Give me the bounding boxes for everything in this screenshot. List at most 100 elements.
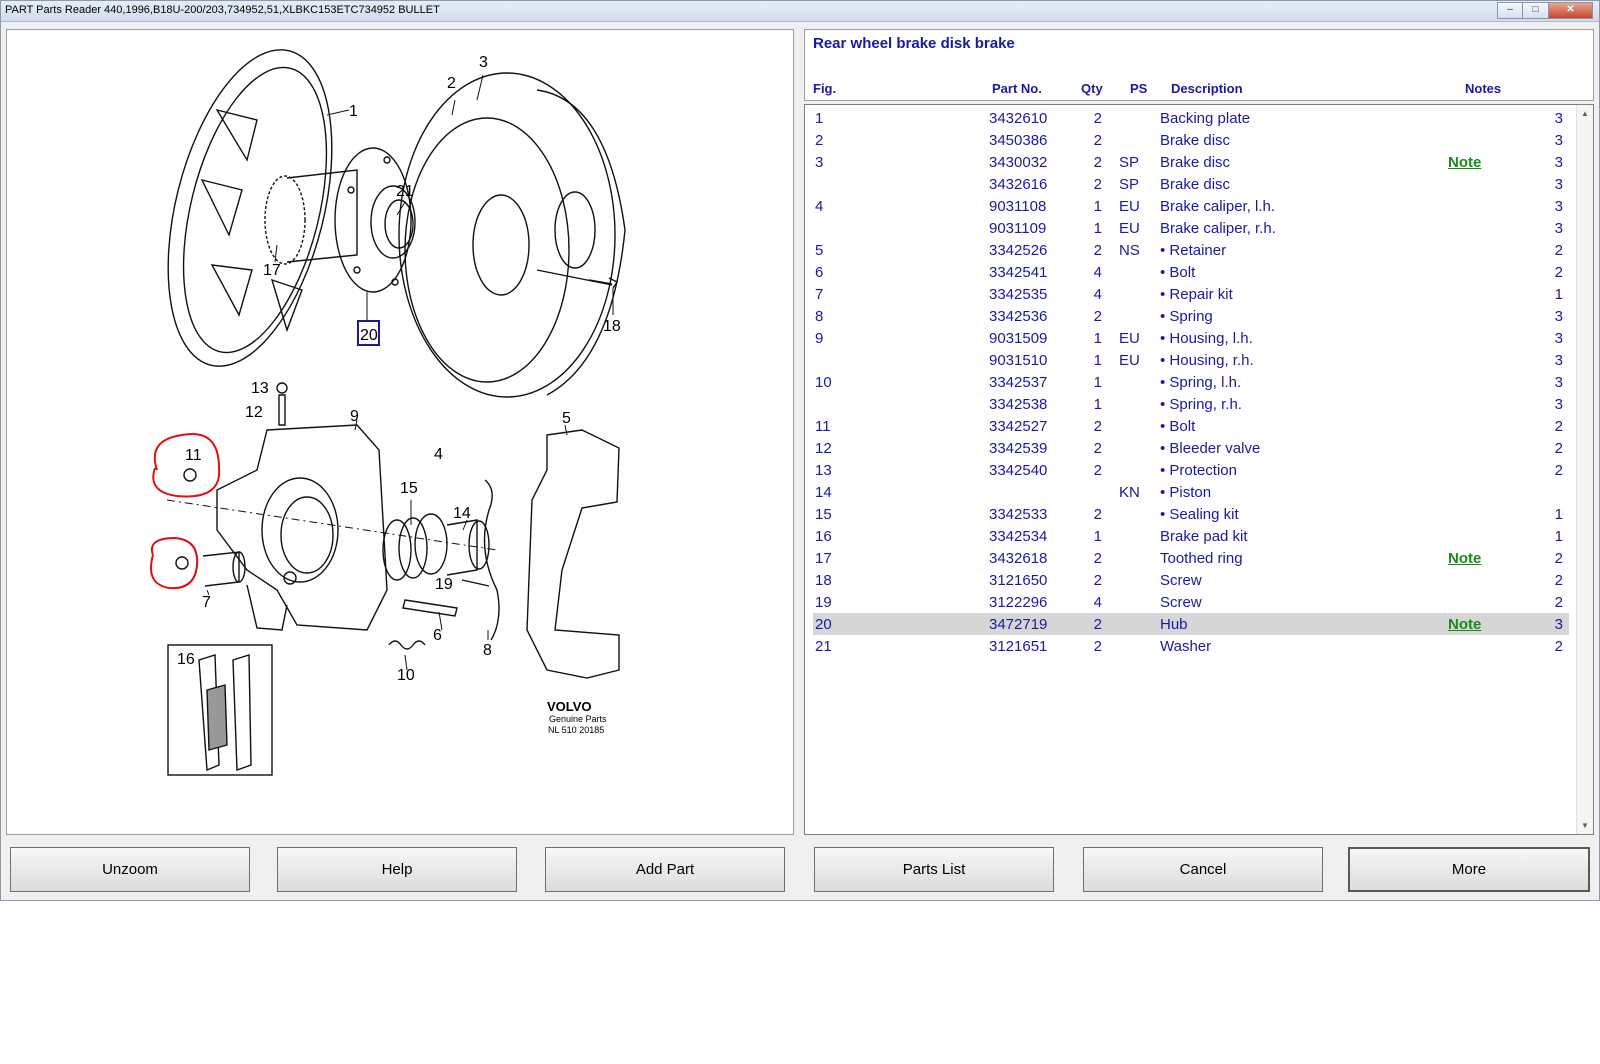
add-part-button[interactable]: Add Part	[545, 847, 785, 892]
label-20[interactable]: 20	[360, 327, 378, 344]
exploded-diagram-pane[interactable]: 1 2 3 21 17 20 18 13 12 9 4 5 11 15 14 7…	[6, 29, 794, 835]
label-7[interactable]: 7	[202, 594, 211, 611]
qty-cell: 2	[1093, 462, 1102, 479]
col-header-description[interactable]: Description	[1171, 81, 1243, 96]
notes-cell: 3	[1554, 396, 1563, 413]
ps-cell: EU	[1119, 198, 1140, 215]
ps-cell: SP	[1119, 154, 1140, 171]
scroll-up-arrow-icon[interactable]: ▲	[1581, 109, 1589, 118]
description-cell: Brake caliper, r.h.	[1160, 220, 1276, 237]
label-10[interactable]: 10	[397, 667, 415, 684]
toothed-ring-drawing	[264, 169, 358, 265]
part-no-cell: 3342526	[989, 242, 1048, 259]
label-8[interactable]: 8	[483, 642, 492, 659]
note-link[interactable]: Note	[1448, 616, 1482, 633]
qty-cell: 1	[1093, 330, 1102, 347]
scroll-down-arrow-icon[interactable]: ▼	[1581, 821, 1589, 830]
label-21[interactable]: 21	[396, 183, 414, 200]
notes-cell: 3	[1554, 352, 1563, 369]
fig-cell: 18	[815, 572, 832, 589]
label-17[interactable]: 17	[263, 262, 281, 279]
note-link[interactable]: Note	[1448, 154, 1482, 171]
label-12[interactable]: 12	[245, 404, 263, 421]
label-14[interactable]: 14	[453, 505, 471, 522]
more-button[interactable]: More	[1348, 847, 1590, 892]
part-no-cell: 9031108	[989, 198, 1047, 215]
title-bar[interactable]: PART Parts Reader 440,1996,B18U-200/203,…	[1, 1, 1599, 22]
parts-list-button[interactable]: Parts List	[814, 847, 1054, 892]
description-cell: • Repair kit	[1160, 286, 1233, 303]
vertical-scrollbar[interactable]: ▲ ▼	[1576, 105, 1593, 834]
description-cell: Brake pad kit	[1160, 528, 1248, 545]
maximize-button[interactable]: □	[1523, 2, 1549, 19]
note-link[interactable]: Note	[1448, 550, 1482, 567]
part-no-cell: 3342535	[989, 286, 1048, 303]
brake-pad-kit-box	[167, 644, 273, 776]
unzoom-button[interactable]: Unzoom	[10, 847, 250, 892]
retainer-drawing	[526, 429, 620, 679]
col-header-fig[interactable]: Fig.	[813, 81, 837, 96]
description-cell: • Bleeder valve	[1160, 440, 1261, 457]
label-5[interactable]: 5	[562, 410, 571, 427]
fig-cell: 20	[815, 616, 832, 633]
label-11[interactable]: 11	[185, 447, 202, 464]
label-15[interactable]: 15	[400, 480, 418, 497]
notes-cell: 3	[1554, 308, 1563, 325]
label-9[interactable]: 9	[350, 408, 359, 425]
col-header-notes[interactable]: Notes	[1465, 81, 1502, 96]
label-16[interactable]: 16	[177, 651, 195, 668]
part-no-cell: 3342541	[989, 264, 1048, 281]
part-no-cell: 3342536	[989, 308, 1048, 325]
close-button[interactable]: ✕	[1549, 2, 1593, 19]
minimize-button[interactable]: –	[1497, 2, 1523, 19]
label-1[interactable]: 1	[349, 103, 358, 120]
qty-cell: 2	[1093, 440, 1102, 457]
label-2[interactable]: 2	[447, 75, 456, 92]
help-button[interactable]: Help	[277, 847, 517, 892]
label-13[interactable]: 13	[251, 380, 269, 397]
col-header-part-no[interactable]: Part No.	[992, 81, 1042, 96]
part-no-cell: 3342533	[989, 506, 1048, 523]
col-header-ps[interactable]: PS	[1130, 81, 1148, 96]
label-19[interactable]: 19	[435, 576, 453, 593]
ps-cell: SP	[1119, 176, 1140, 193]
window-controls: – □ ✕	[1497, 2, 1593, 19]
label-6[interactable]: 6	[433, 627, 442, 644]
part-no-cell: 3432616	[989, 176, 1048, 193]
fig-cell: 11	[815, 418, 831, 435]
qty-cell: 2	[1093, 550, 1102, 567]
label-18[interactable]: 18	[603, 318, 621, 335]
col-header-qty[interactable]: Qty	[1081, 81, 1103, 96]
qty-cell: 2	[1093, 154, 1102, 171]
label-4[interactable]: 4	[434, 446, 443, 463]
cancel-button[interactable]: Cancel	[1083, 847, 1323, 892]
spring-8-drawing	[483, 479, 500, 641]
label-3[interactable]: 3	[479, 54, 488, 71]
